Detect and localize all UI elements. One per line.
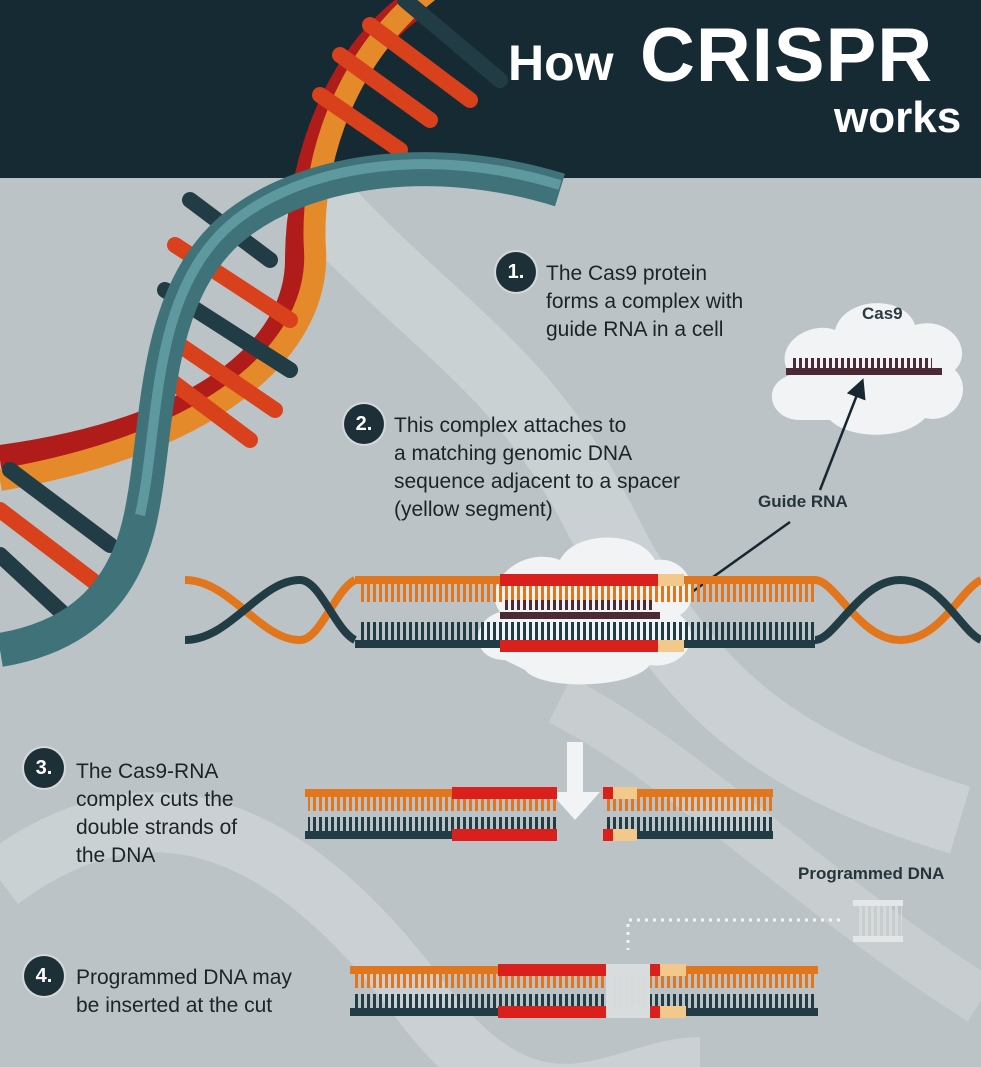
cas9-guide-rna-strand [786, 368, 942, 375]
step-1-line: forms a complex with [546, 290, 744, 313]
programmed-dna-label: Programmed DNA [798, 864, 945, 883]
step-3-line: The Cas9-RNA [76, 760, 219, 783]
step-2-line: sequence adjacent to a spacer [394, 470, 681, 493]
guide-rna-label: Guide RNA [758, 492, 848, 511]
step-2-line: This complex attaches to [394, 414, 627, 437]
step-2-text: This complex attaches to a matching geno… [394, 412, 680, 524]
cas9-label: Cas9 [862, 304, 903, 323]
step-4-badge: 4. [24, 956, 64, 996]
step-1-line: guide RNA in a cell [546, 318, 724, 341]
step-2-badge: 2. [344, 404, 384, 444]
step-4-line: be inserted at the cut [76, 994, 273, 1017]
title-how: How [508, 35, 614, 91]
step-3-line: double strands of [76, 816, 238, 839]
step-1-text: The Cas9 protein forms a complex with gu… [546, 260, 743, 344]
programmed-dna-piece [626, 900, 903, 950]
title-crispr: CRISPR [640, 13, 934, 98]
step-3-text: The Cas9-RNA complex cuts the double str… [76, 758, 237, 870]
step-2-line: (yellow segment) [394, 498, 553, 521]
step-3-line: complex cuts the [76, 788, 234, 811]
title-works: works [834, 93, 962, 142]
step-4-text: Programmed DNA may be inserted at the cu… [76, 964, 292, 1020]
header-band [0, 0, 981, 178]
step-3-badge: 3. [24, 748, 64, 788]
step-1-line: The Cas9 protein [546, 262, 708, 285]
dna-helix-icon [0, 0, 565, 667]
step-3-line: the DNA [76, 844, 156, 867]
step3-cut-dna [305, 787, 773, 841]
arrow-icon [818, 378, 866, 491]
step-4-line: Programmed DNA may [76, 966, 292, 989]
step2-dna-complex [184, 537, 981, 685]
arrow-down-icon [550, 742, 600, 820]
step-1-badge: 1. [496, 252, 536, 292]
step-2-line: a matching genomic DNA [394, 442, 633, 465]
step4-inserted-dna [350, 964, 818, 1018]
